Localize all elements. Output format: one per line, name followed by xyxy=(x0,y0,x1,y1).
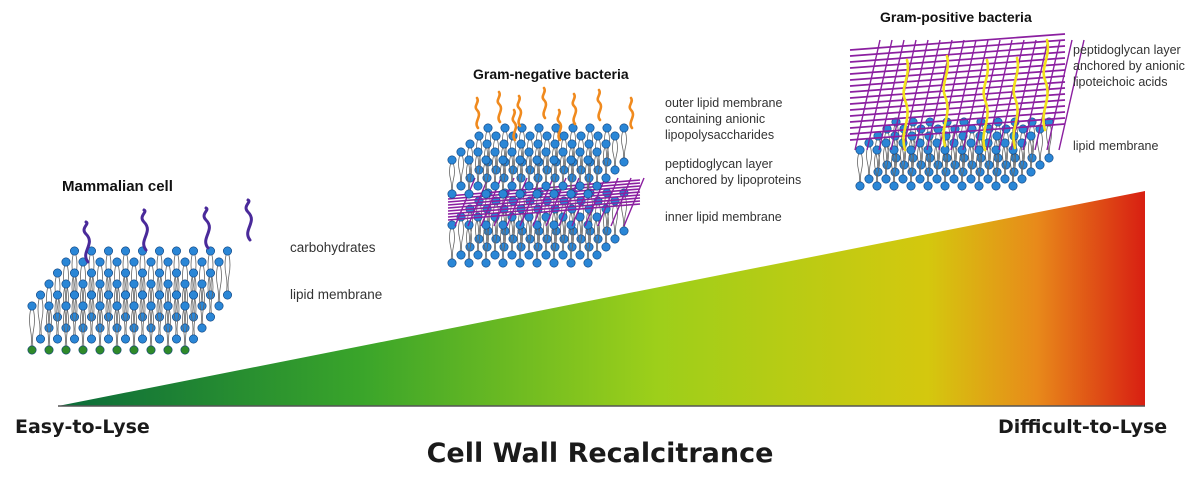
gram-positive-membrane-illustration xyxy=(849,33,1085,191)
lipopolysaccharide-chain xyxy=(556,108,563,142)
lipopolysaccharide-chain xyxy=(596,88,603,122)
outer-membrane-label-line3: lipopolysaccharides xyxy=(665,128,775,142)
lipid-membrane-label: lipid membrane xyxy=(290,287,383,302)
gp-bilayer xyxy=(855,117,1054,191)
outer-membrane-label-line1: outer lipid membrane xyxy=(665,96,783,110)
axis-title: Cell Wall Recalcitrance xyxy=(426,438,774,469)
carbohydrate-chain xyxy=(244,198,253,242)
lipopolysaccharide-chain xyxy=(541,86,548,120)
lipoteichoic-acid xyxy=(902,58,910,152)
lipopolysaccharide-chain xyxy=(474,96,481,130)
easy-to-lyse-label: Easy-to-Lyse xyxy=(15,416,150,438)
lipoteichoic-acid xyxy=(942,54,950,148)
lipoteichoic-acid xyxy=(982,58,990,152)
lipopolysaccharide-chain xyxy=(571,92,578,126)
gp-peptidoglycan-mesh xyxy=(849,33,1085,151)
lipoteichoic-acid xyxy=(1042,38,1050,132)
peptidoglycan-label-line1: peptidoglycan layer xyxy=(665,157,773,171)
lipopolysaccharide-chain xyxy=(628,96,635,130)
carbohydrates-label: carbohydrates xyxy=(290,240,376,255)
gp-peptidoglycan-label-line3: lipoteichoic acids xyxy=(1073,75,1168,89)
inner-membrane-label: inner lipid membrane xyxy=(665,210,782,224)
gram-negative-membrane-illustration xyxy=(447,86,645,268)
difficult-to-lyse-label: Difficult-to-Lyse xyxy=(998,416,1168,438)
lipopolysaccharide-chain xyxy=(496,90,503,124)
gram-positive-title: Gram-positive bacteria xyxy=(880,9,1032,25)
carbohydrate-chain xyxy=(140,208,149,252)
carbohydrate-chain xyxy=(202,206,211,250)
gram-negative-title: Gram-negative bacteria xyxy=(473,66,629,82)
lipoteichoic-acid xyxy=(1012,56,1020,150)
mammalian-bilayer xyxy=(27,246,233,355)
mammalian-membrane-illustration xyxy=(27,198,253,355)
gradient-triangle xyxy=(58,191,1145,406)
outer-membrane-label-line2: containing anionic xyxy=(665,112,766,126)
gp-peptidoglycan-label-line2: anchored by anionic xyxy=(1073,59,1185,73)
carbohydrate-chain xyxy=(82,220,91,264)
lipopolysaccharide-chain xyxy=(516,94,523,128)
gp-peptidoglycan-label-line1: peptidoglycan layer xyxy=(1073,43,1181,57)
gp-lipid-membrane-label: lipid membrane xyxy=(1073,139,1159,153)
peptidoglycan-label-line2: anchored by lipoproteins xyxy=(665,173,802,187)
outer-bilayer xyxy=(447,123,629,199)
lipopolysaccharide-chain xyxy=(511,108,518,142)
peptidoglycan-mesh xyxy=(447,177,645,227)
mammalian-cell-title: Mammalian cell xyxy=(62,178,173,195)
